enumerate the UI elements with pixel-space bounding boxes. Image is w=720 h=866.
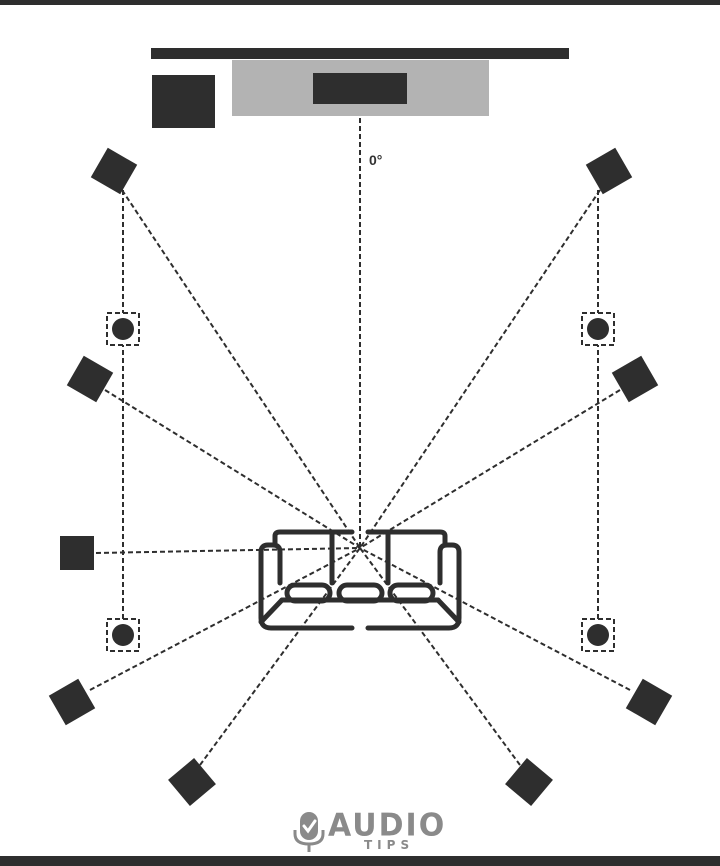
speaker-rear-right (625, 678, 673, 726)
sightline-front-left (121, 189, 361, 549)
sightline-wide-right (359, 389, 621, 549)
front-wall (151, 48, 569, 59)
subwoofer (152, 75, 215, 128)
speaker-side-left (60, 536, 94, 570)
sightline-side-left (95, 547, 361, 554)
sightline-wide-left (104, 389, 361, 549)
center-speaker (313, 73, 407, 104)
sightline-rear-right (359, 547, 631, 691)
audio-tips-logo: AUDIO TIPS (292, 807, 444, 854)
speakers (48, 147, 673, 806)
speaker-rear-left (48, 678, 96, 726)
speaker-wide-left (66, 355, 114, 403)
height-speaker-top-rear-left (106, 618, 140, 652)
logo-subtitle: TIPS (364, 838, 415, 852)
speaker-back-right (505, 758, 553, 806)
speaker-back-left (168, 758, 216, 806)
sofa-icon (258, 529, 462, 631)
height-speakers (106, 312, 615, 652)
dashed-sightlines (89, 118, 631, 766)
speaker-front-right (585, 147, 633, 195)
bottom-border (0, 856, 720, 866)
height-speaker-top-front-right (581, 312, 615, 346)
height-speaker-top-front-left (106, 312, 140, 346)
center-axis-angle-label: 0° (369, 152, 383, 168)
speaker-front-left (90, 147, 138, 195)
logo-wordmark: AUDIO (328, 807, 447, 844)
speaker-wide-right (611, 355, 659, 403)
sightline-front-right (359, 189, 601, 549)
sightline-rear-left (89, 547, 361, 691)
height-speaker-top-rear-right (581, 618, 615, 652)
microphone-check-icon (293, 812, 325, 852)
top-border (0, 0, 720, 5)
front-stage (151, 48, 569, 128)
